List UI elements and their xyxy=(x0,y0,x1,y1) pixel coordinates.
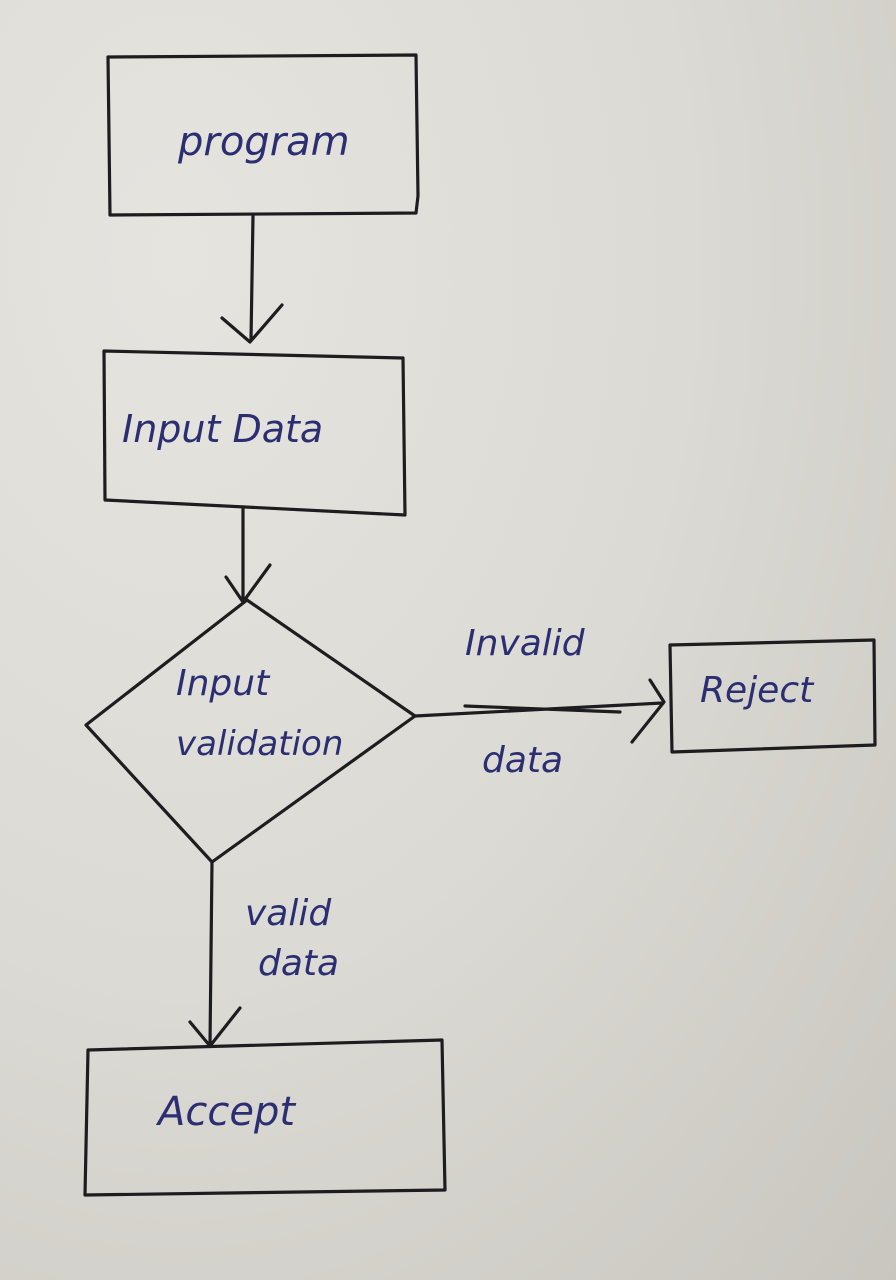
arrow-valid-to-accept xyxy=(188,860,242,1048)
invalid-label-line2: data xyxy=(482,740,563,781)
input-data-box xyxy=(102,349,407,517)
program-box xyxy=(106,53,420,217)
input-data-label: Input Data xyxy=(122,407,323,451)
accept-label: Accept xyxy=(155,1089,296,1135)
validation-label-line1: Input xyxy=(176,663,271,704)
arrow-input-to-validation xyxy=(224,505,272,604)
valid-label-line2: data xyxy=(258,943,339,984)
program-label: program xyxy=(177,119,350,165)
reject-label: Reject xyxy=(700,670,815,711)
accept-box xyxy=(83,1038,447,1197)
reject-box xyxy=(668,638,877,754)
valid-label-line1: valid xyxy=(245,893,332,934)
arrow-program-to-input xyxy=(220,214,284,344)
validation-label-line2: validation xyxy=(176,724,343,764)
arrow-invalid-to-reject xyxy=(413,678,666,744)
invalid-label-line1: Invalid xyxy=(465,623,586,664)
